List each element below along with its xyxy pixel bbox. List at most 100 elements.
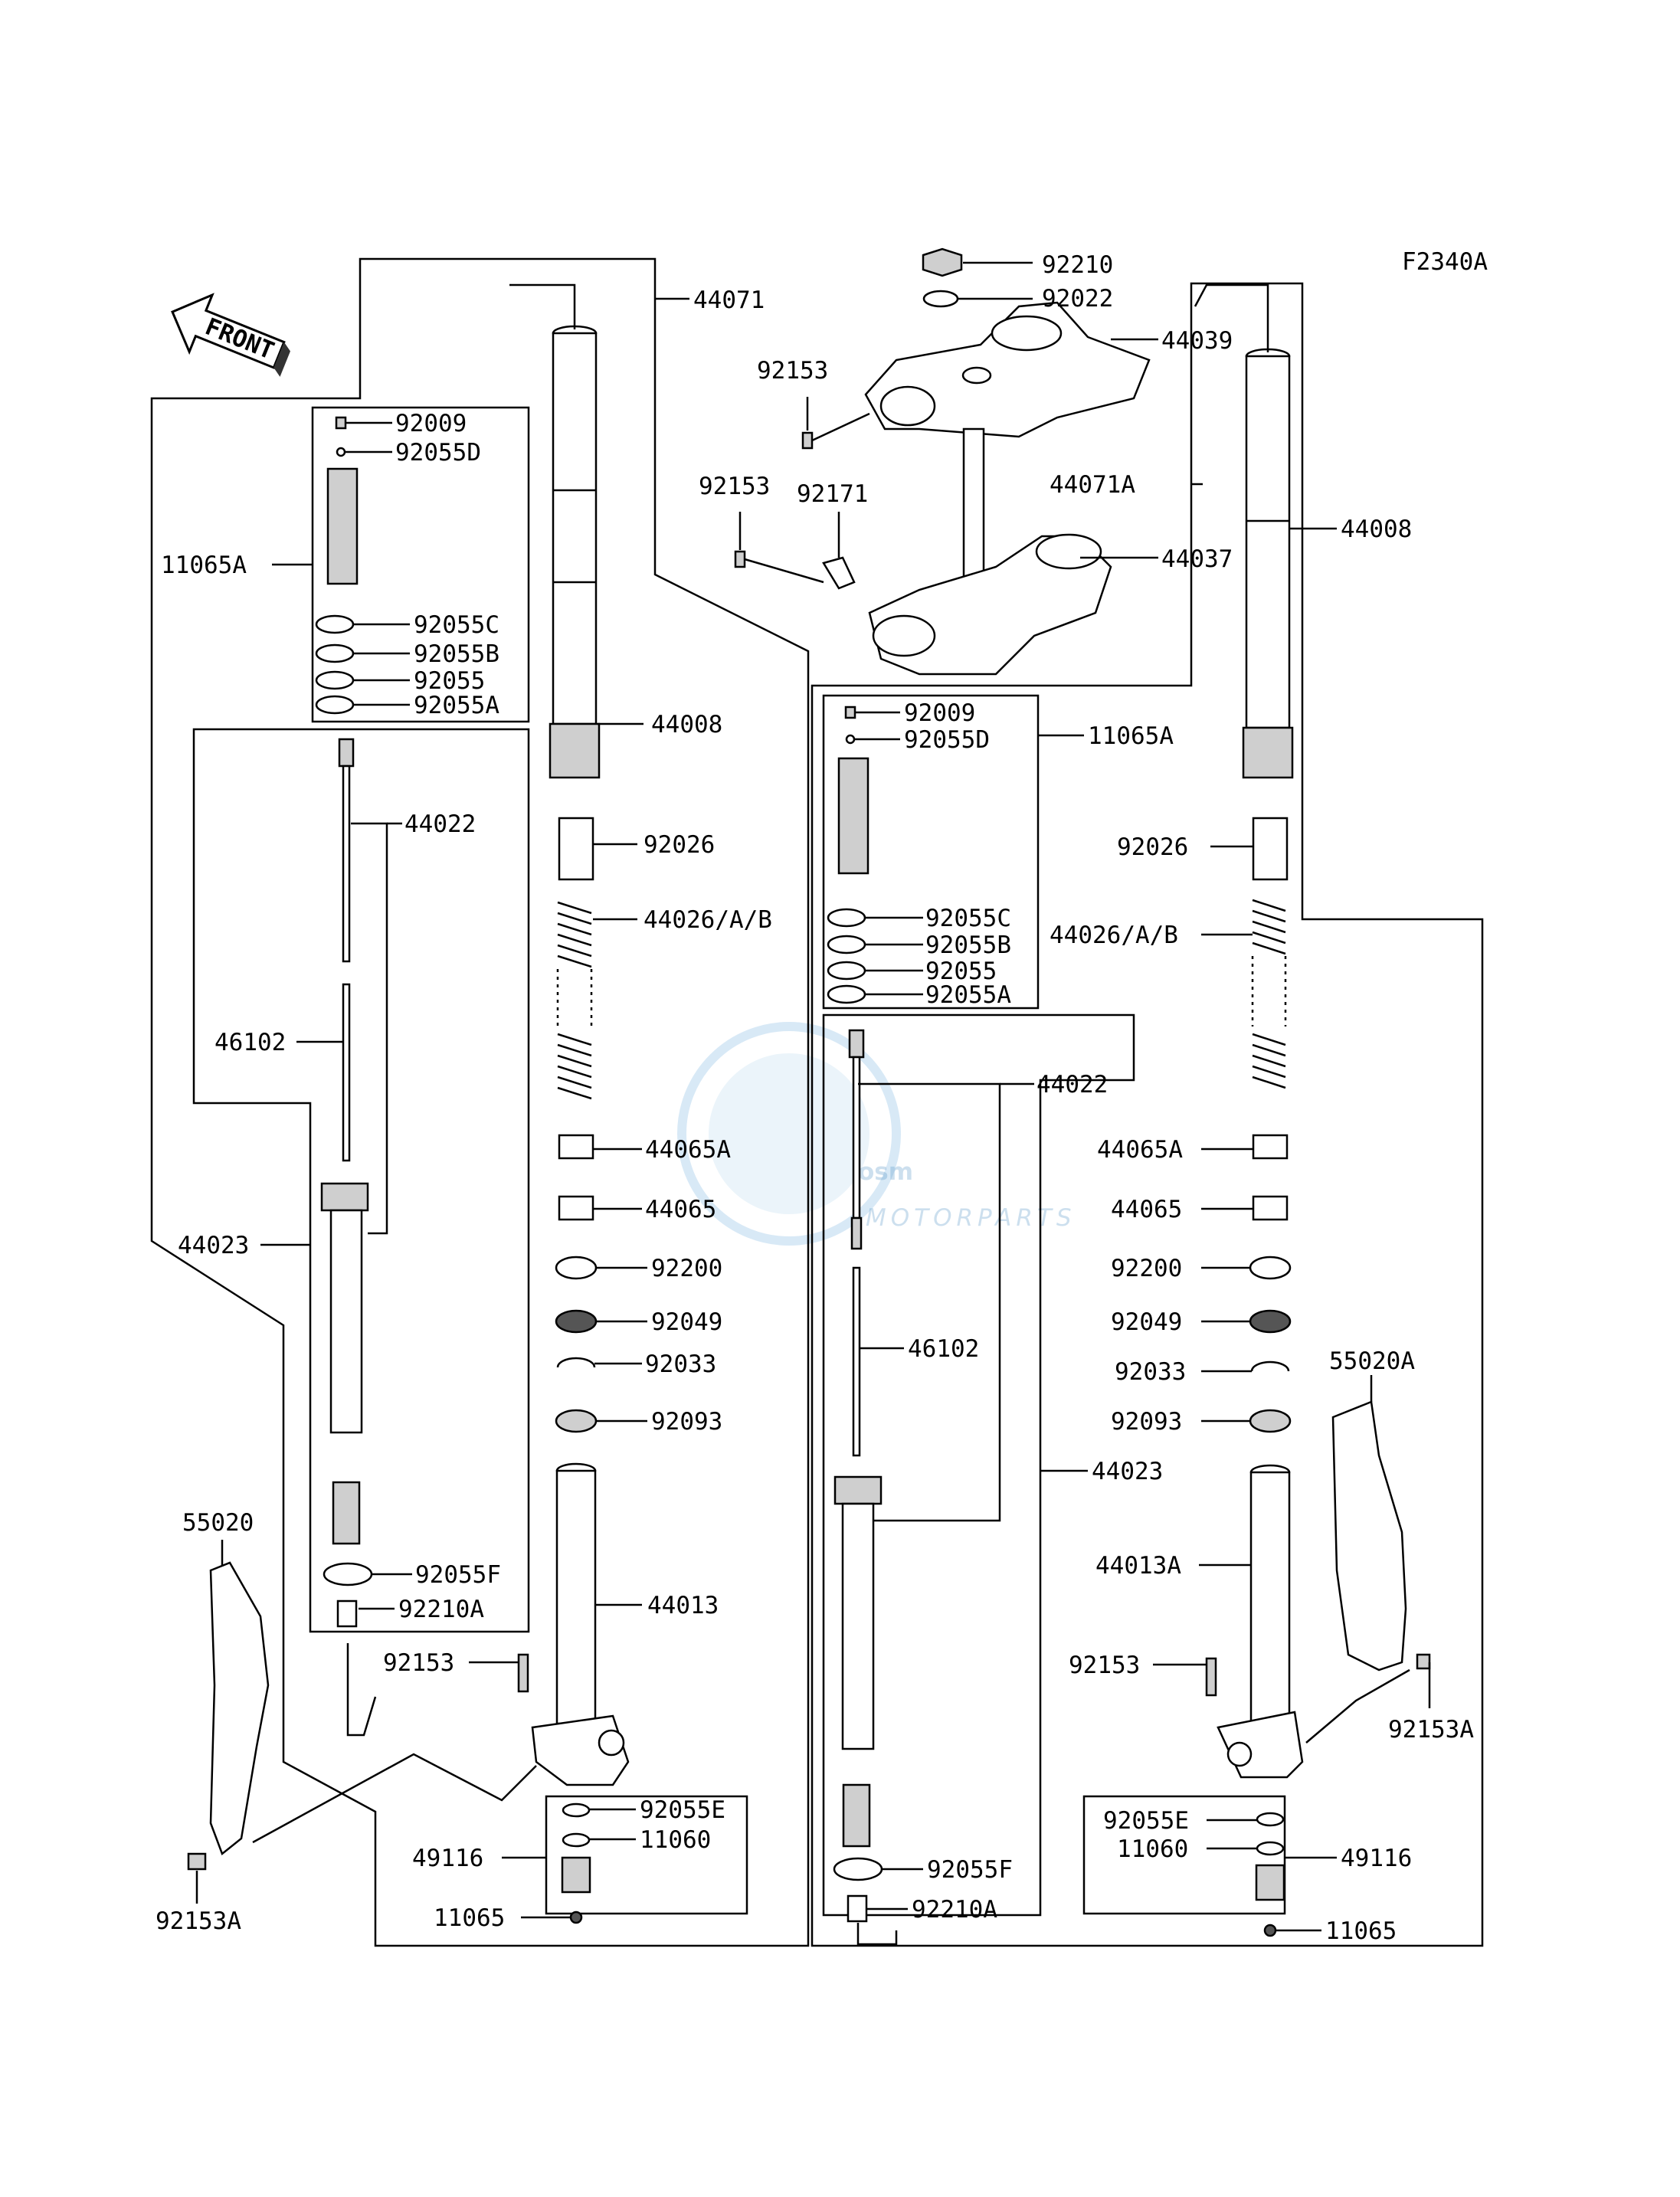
label-left-92009: 92009 xyxy=(395,410,467,437)
left-oring-92055E xyxy=(562,1802,591,1818)
right-seal-92049 xyxy=(1249,1309,1292,1334)
label-left-44013: 44013 xyxy=(647,1592,719,1619)
left-inner-tube-44013 xyxy=(531,1462,630,1786)
label-left-11060: 11060 xyxy=(640,1826,711,1854)
nut-92210 xyxy=(922,247,963,277)
label-right-44022: 44022 xyxy=(1036,1071,1108,1098)
watermark: osm MOTORPARTS xyxy=(677,1022,1076,1246)
label-right-46102: 46102 xyxy=(908,1335,979,1363)
left-clip-92033 xyxy=(556,1357,596,1368)
left-oring-11060 xyxy=(562,1832,591,1848)
part-labels-left-cartridge: 92009 92055D 11065A 92055C 92055B 92055 … xyxy=(161,410,499,719)
label-right-92210A: 92210A xyxy=(912,1896,997,1924)
label-left-46102: 46102 xyxy=(215,1029,286,1056)
part-labels-left-leg: 44022 46102 44023 92055F 92210A 92153 55… xyxy=(156,711,772,1935)
watermark-brand: osm xyxy=(858,1158,913,1186)
label-92210: 92210 xyxy=(1042,251,1113,279)
label-right-55020A: 55020A xyxy=(1329,1347,1415,1375)
label-right-44026: 44026/A/B xyxy=(1050,922,1178,949)
label-right-92055D: 92055D xyxy=(904,726,990,754)
part-labels-right-cartridge: 92009 92055D 11065A 92055C 92055B 92055 … xyxy=(904,699,1174,1009)
part-labels-right-leg: 44008 92026 44026/A/B 44022 44065A 44065… xyxy=(908,516,1474,1945)
label-92171: 92171 xyxy=(797,480,868,508)
label-right-11060: 11060 xyxy=(1117,1835,1188,1863)
part-labels-top: 92210 92022 44039 92153 92153 92171 4403… xyxy=(693,251,1233,573)
label-left-92055E: 92055E xyxy=(640,1796,725,1824)
label-44071: 44071 xyxy=(693,286,765,314)
label-left-92033: 92033 xyxy=(645,1351,716,1378)
label-left-92049: 92049 xyxy=(651,1308,722,1336)
label-left-49116: 49116 xyxy=(412,1845,483,1872)
right-washer-92200 xyxy=(1249,1256,1292,1280)
label-right-49116: 49116 xyxy=(1341,1845,1412,1872)
label-left-92093: 92093 xyxy=(651,1408,722,1436)
label-left-92200: 92200 xyxy=(651,1255,722,1282)
left-bushing-44065 xyxy=(558,1195,594,1221)
diagram-code: F2340A xyxy=(1402,248,1488,276)
label-44037: 44037 xyxy=(1161,545,1233,573)
bolt-92153-lower xyxy=(734,550,824,584)
label-right-44008: 44008 xyxy=(1341,516,1412,543)
steering-stem-lower-clamp xyxy=(822,427,1112,676)
left-guard-bolt-92153A xyxy=(187,1852,207,1871)
label-left-11065A: 11065A xyxy=(161,552,247,579)
label-right-92009: 92009 xyxy=(904,699,975,727)
label-right-92055E: 92055E xyxy=(1103,1807,1189,1835)
right-collar-92026 xyxy=(1252,817,1289,881)
right-bolt-92153 xyxy=(1205,1657,1217,1697)
label-right-92055C: 92055C xyxy=(925,905,1011,932)
left-outer-tube-44008 xyxy=(549,325,601,779)
label-right-11065A: 11065A xyxy=(1088,722,1174,750)
right-seal-92093 xyxy=(1249,1409,1292,1433)
label-left-92055: 92055 xyxy=(414,667,485,695)
label-left-55020: 55020 xyxy=(182,1509,254,1537)
label-right-92153A: 92153A xyxy=(1388,1716,1474,1744)
right-washer-11065 xyxy=(1263,1924,1277,1937)
left-bottom-bolt-49116 xyxy=(561,1856,591,1894)
label-left-92055D: 92055D xyxy=(395,439,481,467)
label-92153-lower: 92153 xyxy=(699,473,770,500)
label-right-92055F: 92055F xyxy=(927,1856,1013,1884)
left-damper-rod xyxy=(320,738,373,1628)
label-left-92055B: 92055B xyxy=(414,640,499,668)
left-collar-92026 xyxy=(558,817,594,881)
left-bushing-44065A xyxy=(558,1134,594,1160)
left-washer-11065 xyxy=(569,1911,583,1924)
washer-92022 xyxy=(922,290,959,308)
label-left-44022: 44022 xyxy=(404,810,476,838)
label-left-44023: 44023 xyxy=(178,1232,249,1259)
watermark-tagline: MOTORPARTS xyxy=(866,1204,1076,1232)
right-bushing-44065A xyxy=(1252,1134,1289,1160)
label-left-92055C: 92055C xyxy=(414,611,499,639)
label-left-92026: 92026 xyxy=(644,831,715,859)
left-cartridge-parts xyxy=(315,416,359,715)
right-guard-bolt-92153A xyxy=(1416,1653,1431,1670)
right-oring-92055E xyxy=(1256,1812,1285,1827)
label-right-92033: 92033 xyxy=(1115,1358,1186,1386)
label-left-44008: 44008 xyxy=(651,711,722,738)
leader-lines xyxy=(195,261,1431,1946)
right-bushing-44065 xyxy=(1252,1195,1289,1221)
right-outer-tube-44008 xyxy=(1242,348,1294,779)
label-right-92153: 92153 xyxy=(1069,1652,1140,1679)
label-right-92200: 92200 xyxy=(1111,1255,1182,1282)
front-label: FRONT xyxy=(201,313,278,365)
left-bolt-92153 xyxy=(517,1653,529,1693)
front-arrow: FRONT xyxy=(171,293,290,377)
right-inner-tube-44013A xyxy=(1217,1464,1304,1779)
left-seal-92093 xyxy=(555,1409,598,1433)
label-left-44065A: 44065A xyxy=(645,1136,731,1164)
label-left-92055A: 92055A xyxy=(414,692,499,719)
label-right-92055A: 92055A xyxy=(925,981,1011,1009)
label-left-92055F: 92055F xyxy=(415,1561,501,1589)
label-right-44065: 44065 xyxy=(1111,1196,1182,1223)
right-damper-rod xyxy=(833,1029,883,1923)
left-washer-92200 xyxy=(555,1256,598,1280)
label-left-92153A: 92153A xyxy=(156,1907,241,1935)
label-left-44065: 44065 xyxy=(645,1196,716,1223)
right-spring-44026 xyxy=(1251,899,1287,1089)
left-fork-guard-55020 xyxy=(209,1561,270,1856)
right-clip-92033 xyxy=(1250,1360,1290,1372)
label-right-44023: 44023 xyxy=(1092,1458,1163,1485)
